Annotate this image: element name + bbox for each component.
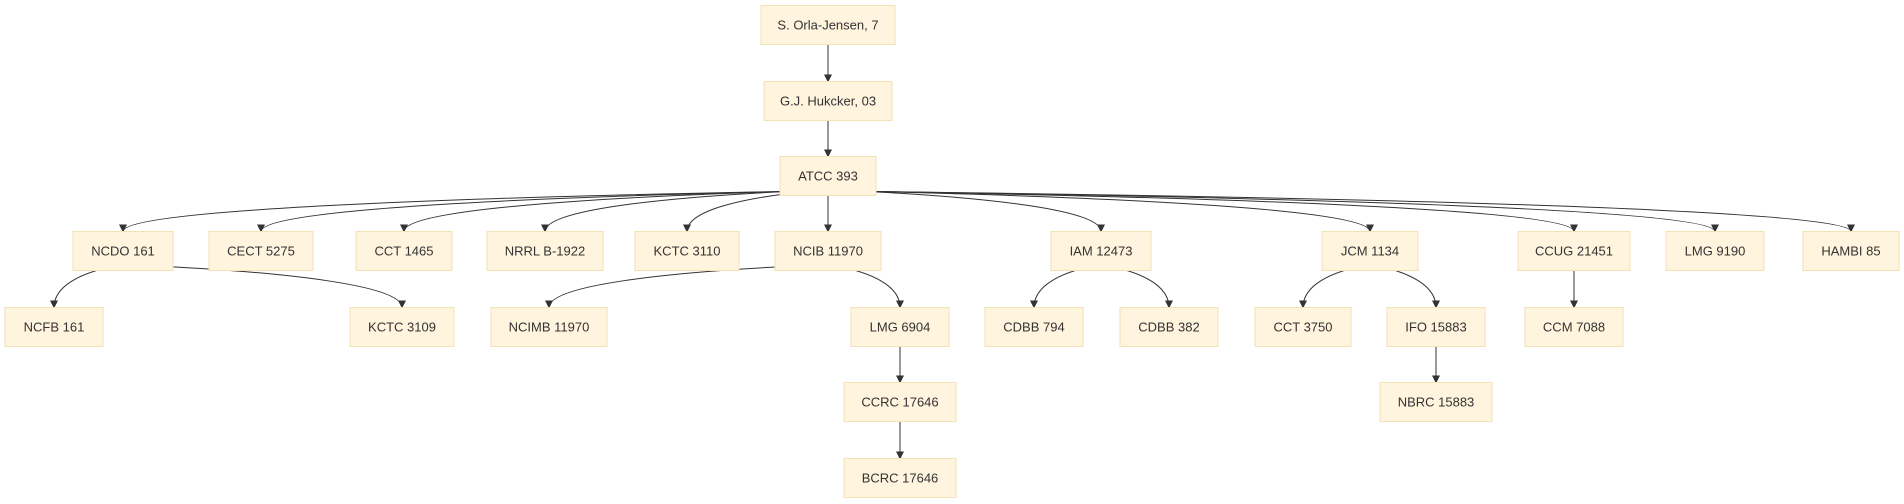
edge-jcm1134-to-ifo15883 bbox=[1379, 266, 1440, 309]
node-box bbox=[1665, 231, 1765, 271]
node-label: IFO 15883 bbox=[1405, 320, 1466, 335]
edge-atcc393-to-cct1465 bbox=[400, 191, 785, 233]
node-ncimb11970: NCIMB 11970 bbox=[490, 307, 608, 347]
edge-atcc393-to-iam12473 bbox=[868, 191, 1105, 233]
node-box bbox=[1524, 307, 1624, 347]
node-box bbox=[490, 307, 608, 347]
node-label: NBRC 15883 bbox=[1398, 395, 1475, 410]
node-label: G.J. Hukcker, 03 bbox=[780, 94, 876, 109]
edge-ncib11970-to-ncimb11970 bbox=[545, 266, 787, 309]
node-box bbox=[1050, 231, 1152, 271]
node-label: NCIB 11970 bbox=[793, 244, 863, 259]
node-nrrlb1922: NRRL B-1922 bbox=[486, 231, 604, 271]
edge-iam12473-to-cdbb794 bbox=[1030, 266, 1092, 309]
node-box bbox=[763, 81, 893, 121]
node-label: CCT 1465 bbox=[374, 244, 433, 259]
node-label: LMG 9190 bbox=[1685, 244, 1746, 259]
node-box bbox=[4, 307, 104, 347]
node-cect5275: CECT 5275 bbox=[208, 231, 314, 271]
node-orla: S. Orla-Jensen, 7 bbox=[760, 5, 896, 45]
node-label: NCIMB 11970 bbox=[509, 320, 590, 335]
node-box bbox=[843, 382, 957, 422]
node-box bbox=[984, 307, 1084, 347]
node-box bbox=[1386, 307, 1486, 347]
node-label: CCRC 17646 bbox=[861, 395, 938, 410]
edge-ncdo161-to-ncfb161 bbox=[50, 266, 113, 309]
node-box bbox=[634, 231, 740, 271]
node-lmg9190: LMG 9190 bbox=[1665, 231, 1765, 271]
node-box bbox=[208, 231, 314, 271]
node-cct3750: CCT 3750 bbox=[1254, 307, 1352, 347]
edge-atcc393-to-hambi85 bbox=[871, 191, 1855, 233]
node-hukcker: G.J. Hukcker, 03 bbox=[763, 81, 893, 121]
node-box bbox=[760, 5, 896, 45]
edge-iam12473-to-cdbb382 bbox=[1111, 266, 1173, 309]
node-label: CECT 5275 bbox=[227, 244, 295, 259]
node-label: HAMBI 85 bbox=[1821, 244, 1880, 259]
node-atcc393: ATCC 393 bbox=[779, 156, 877, 196]
node-box bbox=[774, 231, 882, 271]
node-box bbox=[843, 458, 957, 498]
edge-atcc393-to-nrrlb1922 bbox=[541, 191, 786, 233]
node-label: CCM 7088 bbox=[1543, 320, 1605, 335]
node-kctc3109: KCTC 3109 bbox=[349, 307, 455, 347]
edge-jcm1134-to-cct3750 bbox=[1299, 266, 1361, 309]
nodes-layer: S. Orla-Jensen, 7 G.J. Hukcker, 03 ATCC 39… bbox=[4, 5, 1900, 498]
node-label: CCUG 21451 bbox=[1535, 244, 1613, 259]
node-label: CDBB 382 bbox=[1138, 320, 1199, 335]
node-label: IAM 12473 bbox=[1070, 244, 1133, 259]
node-box bbox=[1802, 231, 1900, 271]
node-ccug21451: CCUG 21451 bbox=[1517, 231, 1631, 271]
node-hambi85: HAMBI 85 bbox=[1802, 231, 1900, 271]
node-ncib11970: NCIB 11970 bbox=[774, 231, 882, 271]
node-box bbox=[349, 307, 455, 347]
node-label: LMG 6904 bbox=[870, 320, 931, 335]
edge-atcc393-to-cect5275 bbox=[257, 191, 785, 233]
node-box bbox=[1379, 382, 1493, 422]
node-ccm7088: CCM 7088 bbox=[1524, 307, 1624, 347]
node-label: JCM 1134 bbox=[1341, 244, 1399, 259]
node-box bbox=[355, 231, 453, 271]
node-box bbox=[850, 307, 950, 347]
node-kctc3110: KCTC 3110 bbox=[634, 231, 740, 271]
node-label: CCT 3750 bbox=[1273, 320, 1332, 335]
node-cdbb382: CDBB 382 bbox=[1119, 307, 1219, 347]
node-label: S. Orla-Jensen, 7 bbox=[777, 18, 878, 33]
node-label: KCTC 3109 bbox=[368, 320, 436, 335]
edge-atcc393-to-lmg9190 bbox=[871, 191, 1719, 233]
node-ncfb161: NCFB 161 bbox=[4, 307, 104, 347]
node-bcrc17646: BCRC 17646 bbox=[843, 458, 957, 498]
node-lmg6904: LMG 6904 bbox=[850, 307, 950, 347]
node-box bbox=[1321, 231, 1419, 271]
node-box bbox=[72, 231, 174, 271]
node-label: CDBB 794 bbox=[1003, 320, 1064, 335]
edge-atcc393-to-jcm1134 bbox=[871, 191, 1374, 233]
node-label: BCRC 17646 bbox=[862, 471, 939, 486]
node-ccrc17646: CCRC 17646 bbox=[843, 382, 957, 422]
node-cct1465: CCT 1465 bbox=[355, 231, 453, 271]
node-box bbox=[1119, 307, 1219, 347]
edge-atcc393-to-ccug21451 bbox=[871, 191, 1578, 233]
node-label: NRRL B-1922 bbox=[505, 244, 585, 259]
node-iam12473: IAM 12473 bbox=[1050, 231, 1152, 271]
node-box bbox=[486, 231, 604, 271]
node-box bbox=[1254, 307, 1352, 347]
node-jcm1134: JCM 1134 bbox=[1321, 231, 1419, 271]
edge-ncib11970-to-lmg6904 bbox=[838, 266, 904, 309]
edge-ncdo161-to-kctc3109 bbox=[164, 266, 406, 309]
node-label: NCDO 161 bbox=[91, 244, 155, 259]
edges-layer bbox=[50, 44, 1855, 460]
node-label: ATCC 393 bbox=[798, 169, 858, 184]
node-label: KCTC 3110 bbox=[654, 244, 721, 259]
node-ncdo161: NCDO 161 bbox=[72, 231, 174, 271]
node-cdbb794: CDBB 794 bbox=[984, 307, 1084, 347]
node-nbrc15883: NBRC 15883 bbox=[1379, 382, 1493, 422]
node-box bbox=[779, 156, 877, 196]
edge-atcc393-to-kctc3110 bbox=[683, 191, 807, 233]
node-ifo15883: IFO 15883 bbox=[1386, 307, 1486, 347]
node-box bbox=[1517, 231, 1631, 271]
node-label: NCFB 161 bbox=[24, 320, 85, 335]
edge-atcc393-to-ncdo161 bbox=[119, 191, 785, 233]
